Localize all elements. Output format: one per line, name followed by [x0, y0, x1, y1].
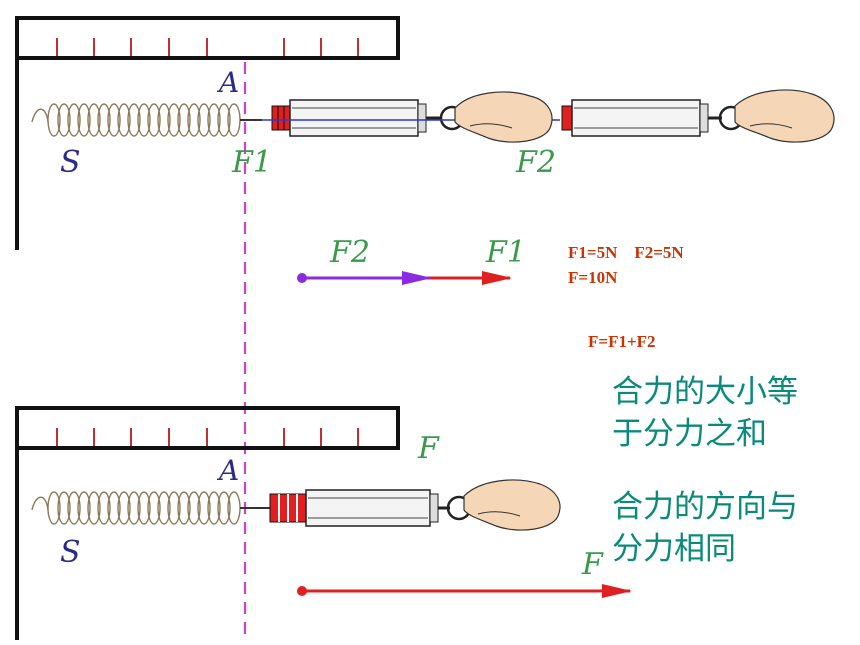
- bottom-spring: [31, 491, 270, 525]
- label-f-vector: F: [581, 547, 604, 582]
- bottom-frame: [15, 406, 400, 640]
- direction-note-line-1: 合力的方向与: [612, 489, 798, 525]
- direction-note-line-2: 分力相同: [612, 531, 736, 567]
- label-a-bottom: A: [216, 454, 239, 487]
- bottom-ruler-ticks: [56, 428, 359, 446]
- equation-total: F=10N: [568, 268, 618, 287]
- direction-note: 合力的方向与 分力相同: [612, 486, 798, 570]
- top-spring: [31, 103, 262, 137]
- resultant-vector: [297, 584, 632, 598]
- component-vectors: [297, 271, 512, 285]
- magnitude-note-line-2: 于分力之和: [612, 416, 767, 452]
- top-spring-scale-1: [262, 99, 560, 137]
- equation-sum: F=F1+F2: [588, 332, 656, 351]
- label-f-bottom: F: [417, 431, 440, 466]
- equation-values: F1=5N F2=5N: [568, 243, 684, 262]
- label-f1-top: F1: [231, 145, 272, 180]
- label-f1-vector: F1: [485, 235, 526, 270]
- bottom-hand: [463, 479, 561, 531]
- f2-origin-dot: [297, 273, 307, 283]
- label-a-top: A: [216, 66, 239, 99]
- label-f2-vector: F2: [329, 235, 370, 270]
- top-frame: [15, 16, 400, 250]
- magnitude-note-line-1: 合力的大小等: [612, 374, 798, 410]
- label-s-bottom: S: [60, 535, 81, 570]
- top-hand-2: [734, 89, 835, 143]
- magnitude-note: 合力的大小等 于分力之和: [612, 371, 798, 455]
- top-hand-1: [454, 91, 553, 143]
- top-ruler-ticks: [56, 38, 359, 56]
- top-spring-scale-2: [561, 99, 744, 137]
- resultant-origin-dot: [297, 586, 307, 596]
- label-f2-top: F2: [515, 145, 556, 180]
- bottom-spring-scale: [269, 489, 472, 527]
- label-s-top: S: [60, 145, 81, 180]
